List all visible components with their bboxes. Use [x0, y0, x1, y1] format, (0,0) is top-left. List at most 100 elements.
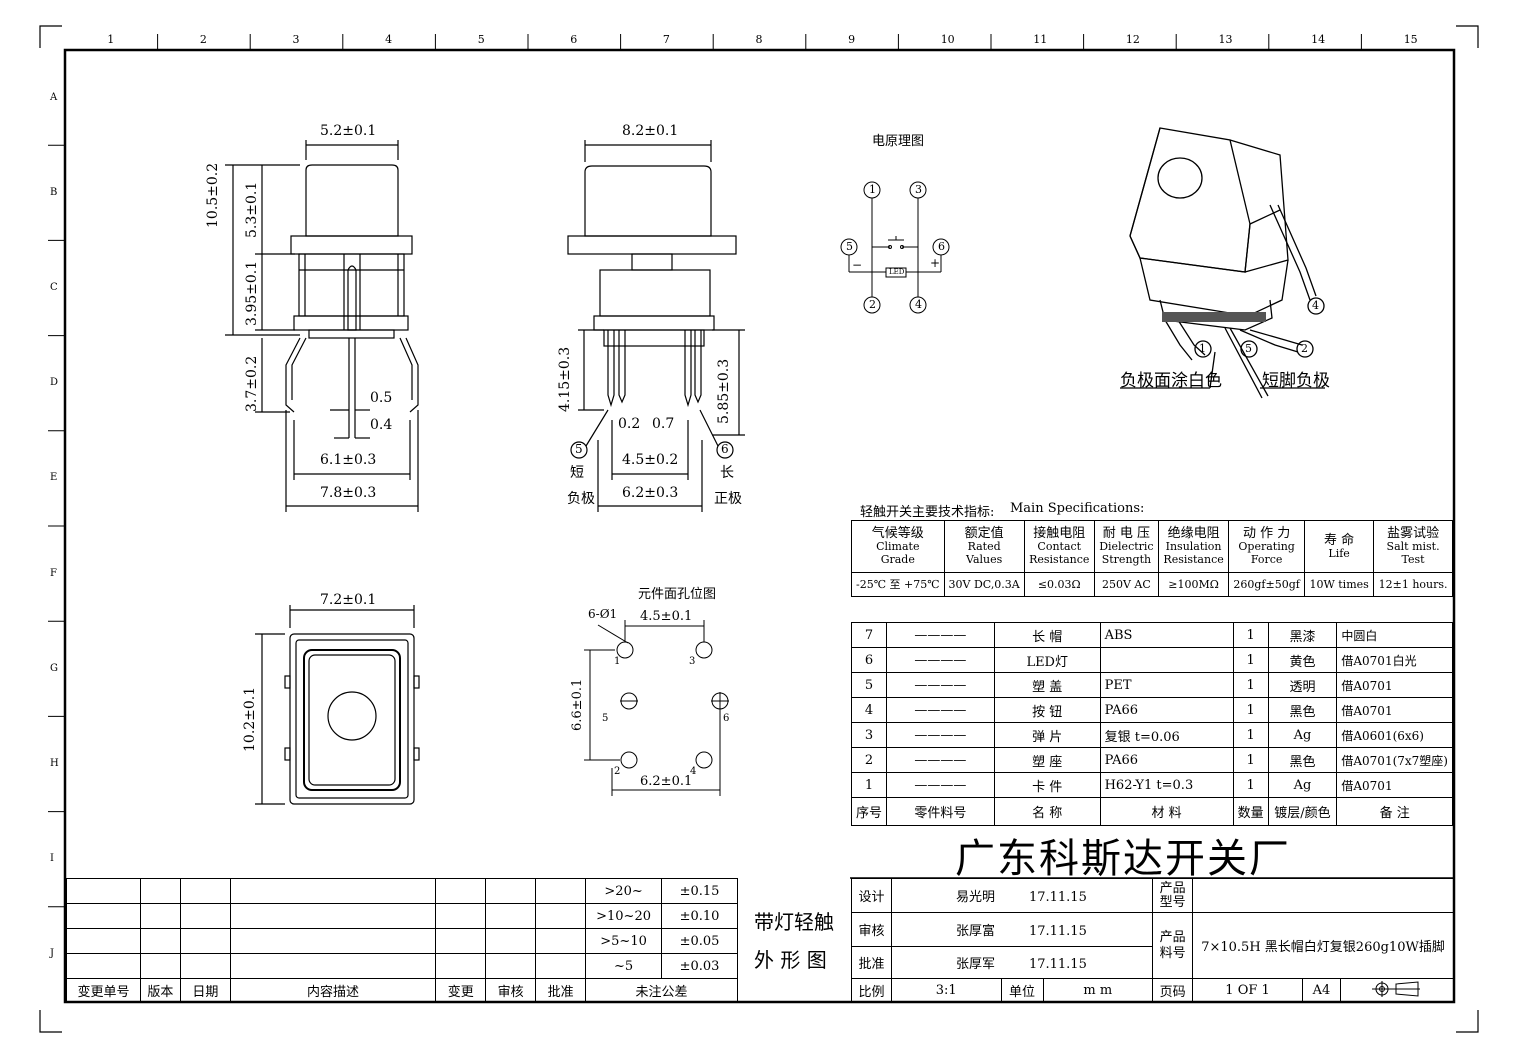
isometric-view: [1120, 127, 1325, 399]
ruler-number: 5: [477, 33, 485, 46]
dim-side-body: 3.95±0.1: [244, 260, 260, 326]
pcb-holes: 6-Ø1: [588, 607, 618, 621]
spec-header-en1: Climate: [876, 540, 920, 553]
spec-header-en1: Life: [1328, 546, 1350, 560]
spec-header-en2: Resistance: [1029, 553, 1090, 566]
bom-cell-material: PA66: [1099, 697, 1234, 723]
bom-cell-no: 5: [850, 672, 888, 698]
bom-cell-qty: 1: [1232, 772, 1269, 798]
bom-cell-note: 中圆白: [1336, 622, 1453, 648]
bom-cell-material: PET: [1099, 672, 1234, 698]
part-label-2: 料号: [1159, 945, 1186, 961]
ruler-number: 9: [848, 33, 856, 46]
tolerance-value: ±0.03: [661, 953, 738, 979]
ruler-letter: G: [50, 662, 58, 674]
dim-side-base-inner: 6.1±0.3: [320, 452, 377, 468]
bom-h-finish: 镀层/颜色: [1267, 797, 1338, 826]
revision-empty-cell: [229, 878, 437, 904]
tolerance-range: ~5: [585, 953, 663, 979]
ruler-letter: C: [50, 282, 58, 293]
revision-empty-cell: [485, 928, 537, 954]
bom-cell-material: H62-Y1 t=0.3: [1099, 772, 1234, 798]
projection-symbol-cell: [1340, 978, 1454, 1003]
bom-cell-name: 卡 件: [993, 772, 1101, 798]
schematic-title: 电原理图: [872, 134, 925, 149]
iso-note-right: 短脚负极: [1262, 371, 1330, 391]
drawing-name-1: 带灯轻触: [754, 910, 834, 934]
scale-label: 比例: [851, 978, 892, 1003]
spec-value: ≥100MΩ: [1157, 572, 1230, 597]
bom-cell-material: 复银 t=0.06: [1099, 722, 1234, 748]
pcb-h3: 3: [689, 656, 696, 667]
pcb-h5: 5: [602, 713, 609, 724]
revision-empty-cell: [179, 953, 231, 979]
spec-header-en1: Insulation: [1165, 540, 1222, 553]
dim-side-cap: 5.3±0.1: [244, 181, 260, 238]
spec-header-cn: 寿 命: [1324, 532, 1355, 548]
part-label-1: 产品: [1159, 929, 1186, 945]
pcb-hole-layout: [584, 620, 729, 796]
tolerance-range: >10~20: [585, 903, 663, 929]
bom-cell-name: 塑 盖: [993, 672, 1101, 698]
unit-label: 单位: [1000, 978, 1044, 1003]
bom-cell-note: 借A0701(7x7塑座): [1336, 747, 1453, 773]
bom-cell-material: PA66: [1099, 747, 1234, 773]
bom-cell-part: ————: [886, 747, 995, 773]
dim-front-right-pin: 5.85±0.3: [716, 358, 732, 424]
bom-cell-part: ————: [886, 772, 995, 798]
bom-cell-name: 长 帽: [993, 622, 1101, 648]
pcb-h2: 2: [614, 766, 621, 777]
review-date: 17.11.15: [1028, 924, 1087, 939]
revision-empty-cell: [435, 953, 487, 979]
ruler-number: 8: [755, 33, 763, 46]
ruler-number: 7: [662, 33, 670, 46]
bom-cell-finish: 黑漆: [1267, 622, 1338, 648]
revision-empty-cell: [66, 953, 141, 979]
side-view: [225, 140, 419, 512]
dim-side-pin-w2: 0.4: [370, 417, 393, 433]
tolerance-value: ±0.05: [661, 928, 738, 954]
ruler-number: 6: [570, 33, 578, 46]
revision-empty-cell: [139, 928, 181, 954]
spec-header-en1: Operating: [1238, 540, 1295, 553]
reviewer: 张厚富: [955, 924, 995, 939]
spec-header-cn: 耐 电 压: [1102, 526, 1151, 541]
revision-empty-cell: [435, 903, 487, 929]
spec-value: 30V DC,0.3A: [943, 572, 1025, 597]
bom-cell-qty: 1: [1232, 672, 1269, 698]
pcb-dim-side: 6.6±0.1: [570, 678, 585, 731]
part-number: 7×10.5H 黑长帽白灯复银260g10W插脚: [1192, 912, 1454, 979]
dim-side-base-outer: 7.8±0.3: [320, 485, 377, 501]
spec-header-cn: 盐雾试验: [1387, 526, 1440, 541]
front-right-note1: 长: [720, 465, 734, 481]
ruler-number: 15: [1403, 33, 1418, 46]
review-label: 审核: [851, 912, 892, 947]
review-cell: 张厚富 17.11.15: [890, 912, 1154, 947]
bom-cell-no: 7: [850, 622, 888, 648]
dim-front-small2: 0.7: [652, 416, 675, 432]
revision-empty-cell: [139, 878, 181, 904]
front-left-note1: 短: [570, 465, 584, 481]
bom-cell-qty: 1: [1232, 697, 1269, 723]
spec-header-en2: Resistance: [1163, 553, 1224, 566]
ruler-letter: A: [50, 91, 58, 103]
revision-header: 审核: [485, 978, 537, 1003]
schem-p5: 5: [846, 240, 853, 253]
dim-top-height: 10.2±0.1: [242, 686, 258, 752]
bom-cell-part: ————: [886, 622, 995, 648]
revision-header: 版本: [139, 978, 181, 1003]
spec-header-en2: Strength: [1101, 553, 1152, 566]
spec-value: 10W times: [1304, 572, 1375, 597]
ruler-letter: I: [50, 853, 54, 865]
revision-empty-cell: [179, 878, 231, 904]
revision-empty-cell: [535, 928, 587, 954]
revision-empty-cell: [139, 903, 181, 929]
